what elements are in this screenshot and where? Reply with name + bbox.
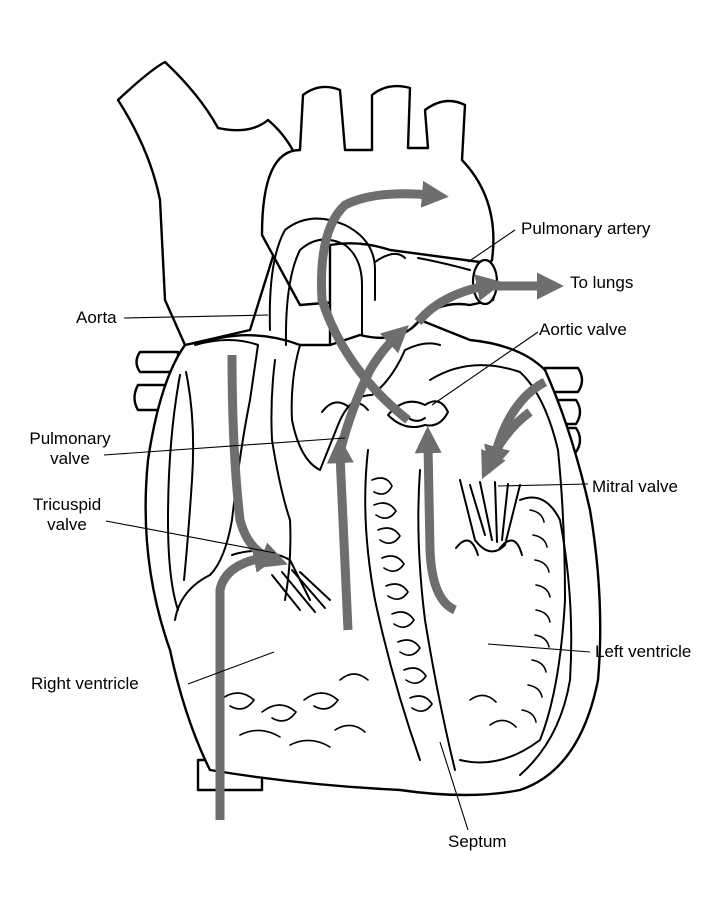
leader-tricuspid-valve: [105, 520, 276, 554]
leader-left-ventricle: [487, 643, 591, 653]
label-right-ventricle: Right ventricle: [31, 674, 139, 693]
leader-pulmonary-artery: [467, 229, 516, 263]
blood-flow-arrows: [215, 180, 564, 820]
leader-pulmonary-valve: [103, 437, 346, 456]
left-ventricle-outer-band: [519, 496, 573, 776]
left-ventricle-inner-wall: [429, 364, 566, 764]
flow-arrow-rv-up: [326, 436, 354, 631]
right-ventricle-trabeculae: [219, 673, 517, 748]
leader-aorta: [123, 314, 269, 319]
left-ventricle-muscle-texture: [521, 509, 551, 723]
rv-outflow-wall-2: [270, 359, 292, 601]
label-pulmonary-valve-line2: valve: [50, 449, 90, 468]
label-mitral-valve: Mitral valve: [592, 477, 678, 496]
flow-arrow-ivc-up: [215, 546, 281, 820]
mitral-valve-shape: [455, 479, 523, 556]
flow-arrow-rv-outflow: [333, 325, 409, 462]
leader-lines: [103, 229, 591, 831]
heart-outline: [144, 318, 602, 797]
septum-muscle-texture: [371, 477, 433, 712]
pulmonary-trunk-inner-2: [417, 257, 471, 271]
superior-vena-cava: [116, 60, 304, 347]
label-septum: Septum: [448, 832, 507, 851]
flow-arrow-pulmonary-trunk: [414, 274, 504, 325]
right-atrium-inner-line: [183, 371, 195, 581]
aorta-inner-right: [284, 238, 363, 346]
pulmonary-veins-right: [543, 366, 584, 394]
label-tricuspid-valve-line1: Tricuspid: [32, 495, 102, 514]
septum-wall: [364, 449, 421, 761]
flow-arrow-lv-up: [414, 426, 458, 615]
flow-arrow-aortic-arch: [317, 180, 449, 424]
label-left-ventricle: Left ventricle: [595, 642, 692, 661]
label-pulmonary-valve: Pulmonary valve: [20, 429, 120, 469]
leader-aortic-valve: [431, 331, 539, 406]
leader-mitral-valve: [497, 483, 589, 487]
aorta-inner-left: [268, 217, 376, 331]
label-pulmonary-valve-line1: Pulmonary: [29, 429, 111, 448]
pulmonary-trunk-inner: [374, 252, 406, 263]
label-tricuspid-valve-line2: valve: [47, 515, 87, 534]
label-to-lungs: To lungs: [570, 273, 634, 292]
right-atrium-outer-wall: [167, 374, 181, 611]
leader-right-ventricle: [187, 651, 275, 685]
septum-wall-2: [417, 469, 456, 771]
label-aorta: Aorta: [76, 308, 117, 327]
leader-septum: [439, 741, 469, 831]
label-aortic-valve: Aortic valve: [539, 320, 627, 339]
label-pulmonary-artery: Pulmonary artery: [521, 219, 651, 238]
flow-arrow-pulmonary-vein-2: [481, 408, 533, 480]
label-tricuspid-valve: Tricuspid valve: [22, 495, 112, 535]
